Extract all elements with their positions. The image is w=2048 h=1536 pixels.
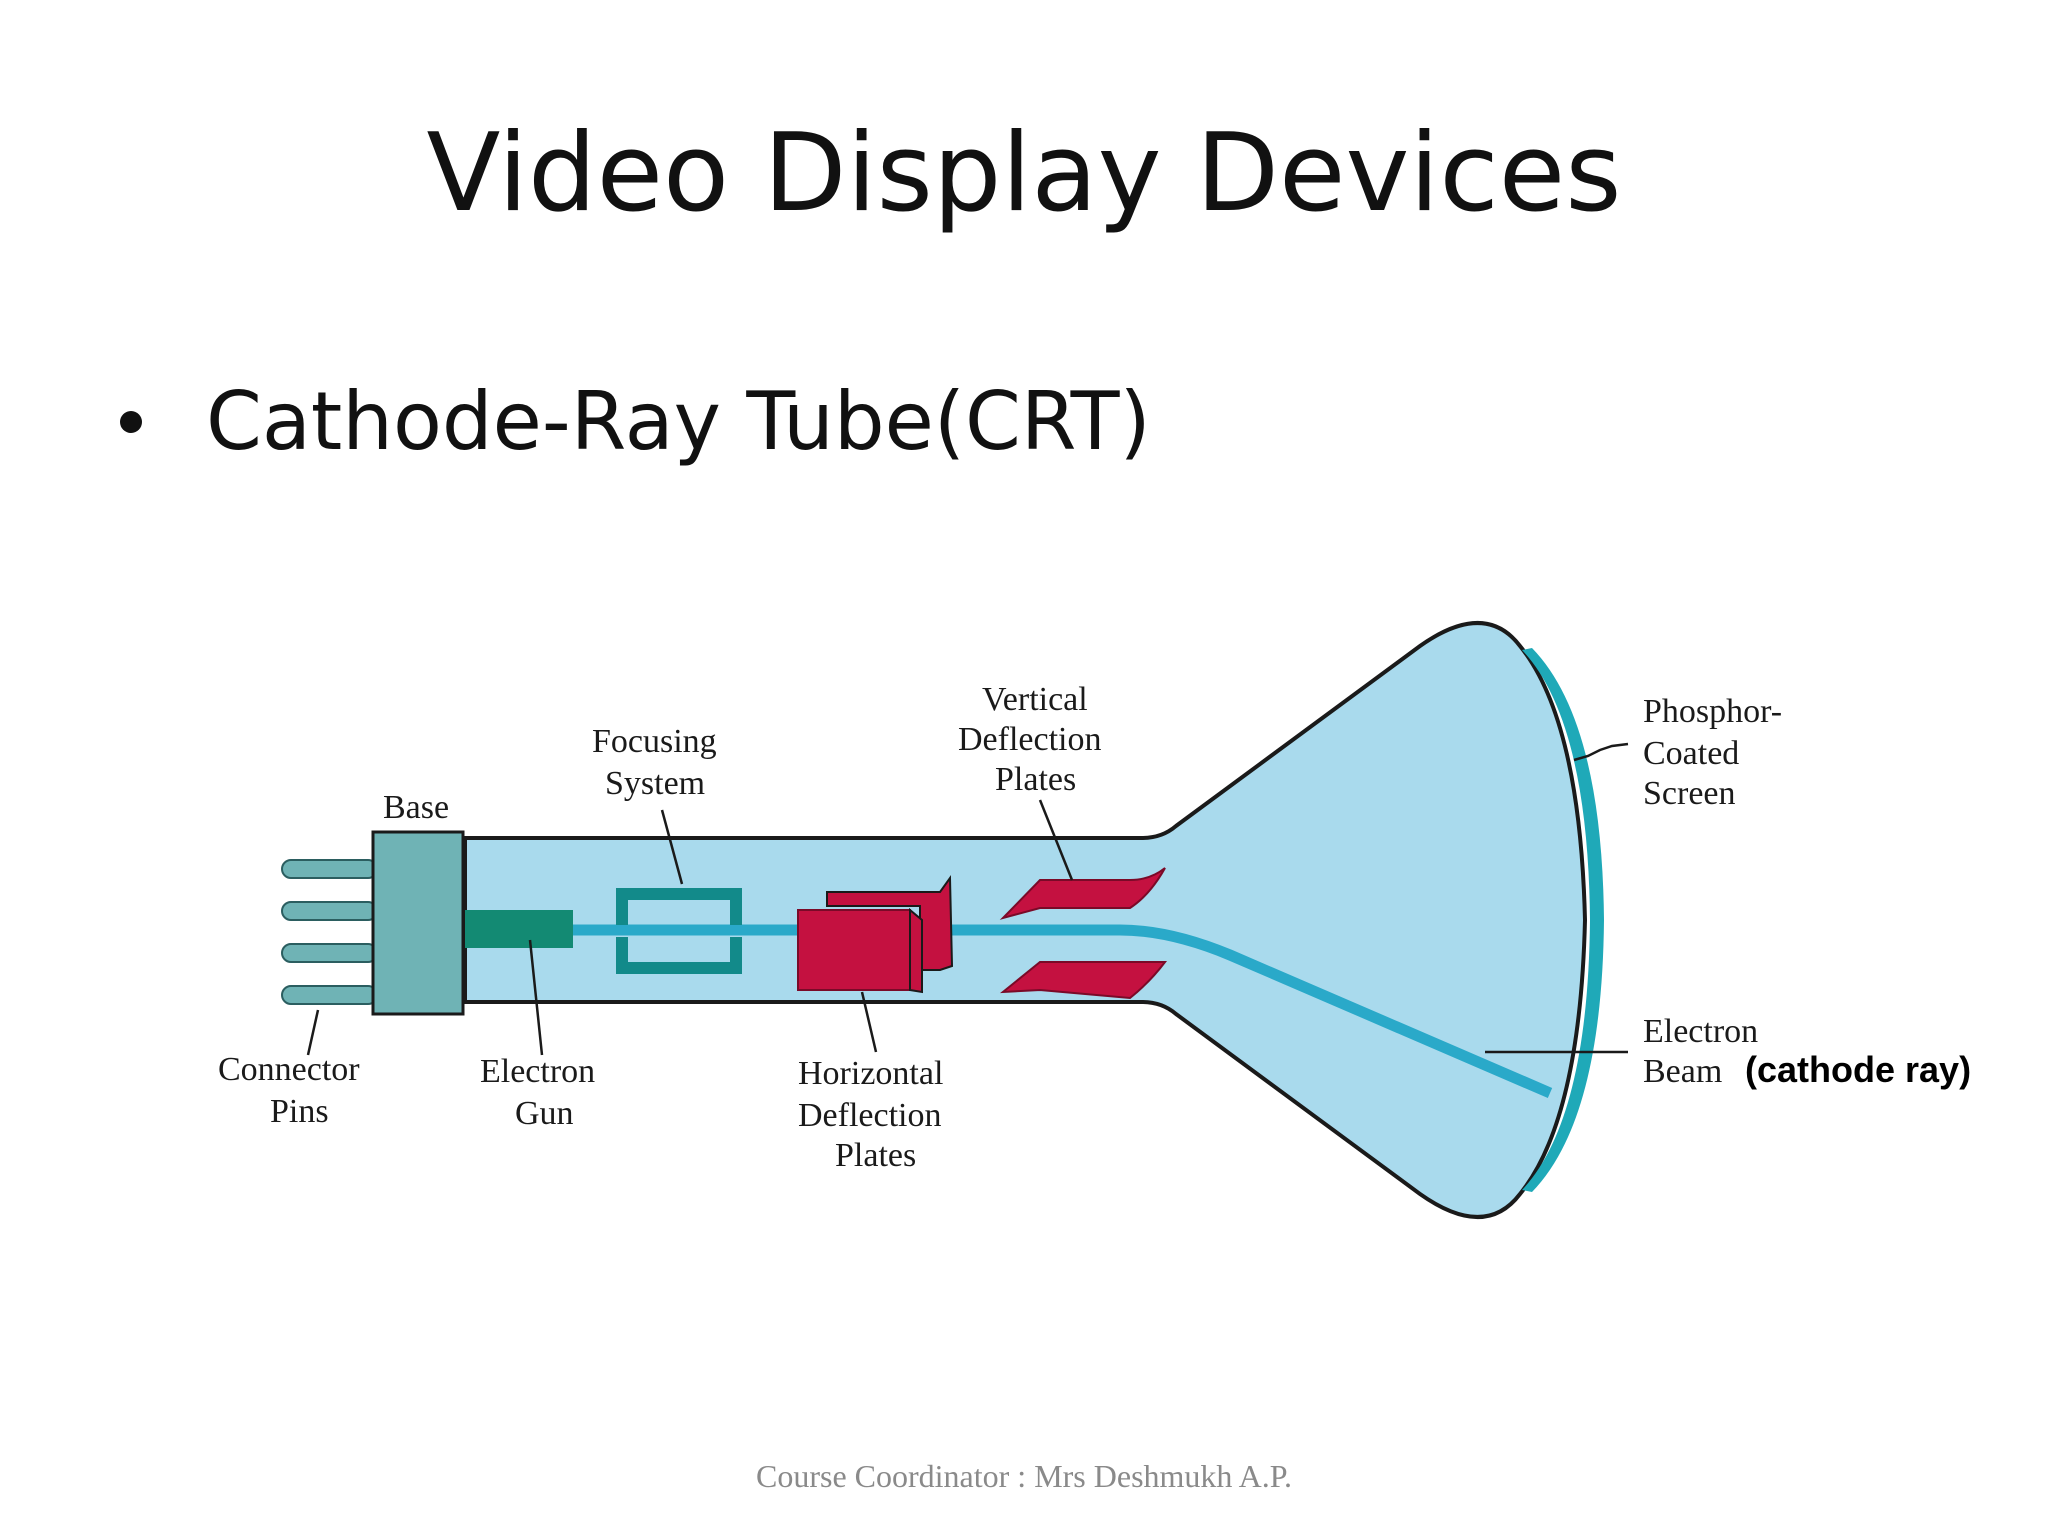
bullet-dot-icon — [120, 411, 142, 433]
focusing-leader — [660, 809, 684, 885]
gun-leader — [528, 939, 544, 1056]
phosphor-screen — [1522, 648, 1604, 1192]
horizontal-label-line2: Deflection — [798, 1097, 942, 1134]
focusing-system — [616, 888, 742, 974]
focusing-label-line1: Focusing — [592, 723, 717, 760]
focusing-label-line2: System — [605, 765, 705, 802]
connector-label-line2: Pins — [270, 1093, 329, 1130]
phosphor-leader — [1573, 742, 1629, 762]
beam-label-line1: Electron — [1643, 1013, 1758, 1050]
beam-label-line2: Beam — [1643, 1053, 1722, 1090]
base-label: Base — [383, 789, 449, 826]
gun-label-line1: Electron — [480, 1053, 595, 1090]
connector-label-line1: Connector — [218, 1051, 360, 1088]
gun-label-line2: Gun — [515, 1095, 574, 1132]
horizontal-leader — [860, 991, 878, 1053]
bullet-item: Cathode-Ray Tube(CRT) — [120, 382, 1151, 462]
electron-beam — [570, 924, 1553, 1099]
slide-title: Video Display Devices — [426, 111, 1622, 236]
tube-envelope — [463, 621, 1588, 1219]
phosphor-label-line1: Phosphor- — [1643, 693, 1782, 730]
vertical-label-line3: Plates — [995, 761, 1076, 798]
horizontal-label-line1: Horizontal — [798, 1055, 943, 1092]
horizontal-deflection-plates — [797, 874, 954, 994]
horizontal-label-line3: Plates — [835, 1137, 916, 1174]
connector-leader — [306, 1009, 320, 1056]
bullet-text: Cathode-Ray Tube(CRT) — [206, 375, 1151, 468]
vertical-label-line1: Vertical — [982, 681, 1088, 718]
crt-diagram: Base Focusing System Vertical Deflection… — [218, 621, 1971, 1219]
phosphor-label-line2: Coated — [1643, 735, 1739, 772]
tube-base — [371, 830, 465, 1016]
vertical-deflection-plates — [999, 867, 1168, 1000]
vertical-leader — [1038, 799, 1074, 881]
beam-note-label: (cathode ray) — [1745, 1049, 1971, 1090]
vertical-label-line2: Deflection — [958, 721, 1102, 758]
connector-pins — [281, 859, 378, 1005]
phosphor-label-line3: Screen — [1643, 775, 1736, 812]
footer-credit: Course Coordinator : Mrs Deshmukh A.P. — [756, 1458, 1292, 1494]
electron-gun — [465, 910, 573, 948]
